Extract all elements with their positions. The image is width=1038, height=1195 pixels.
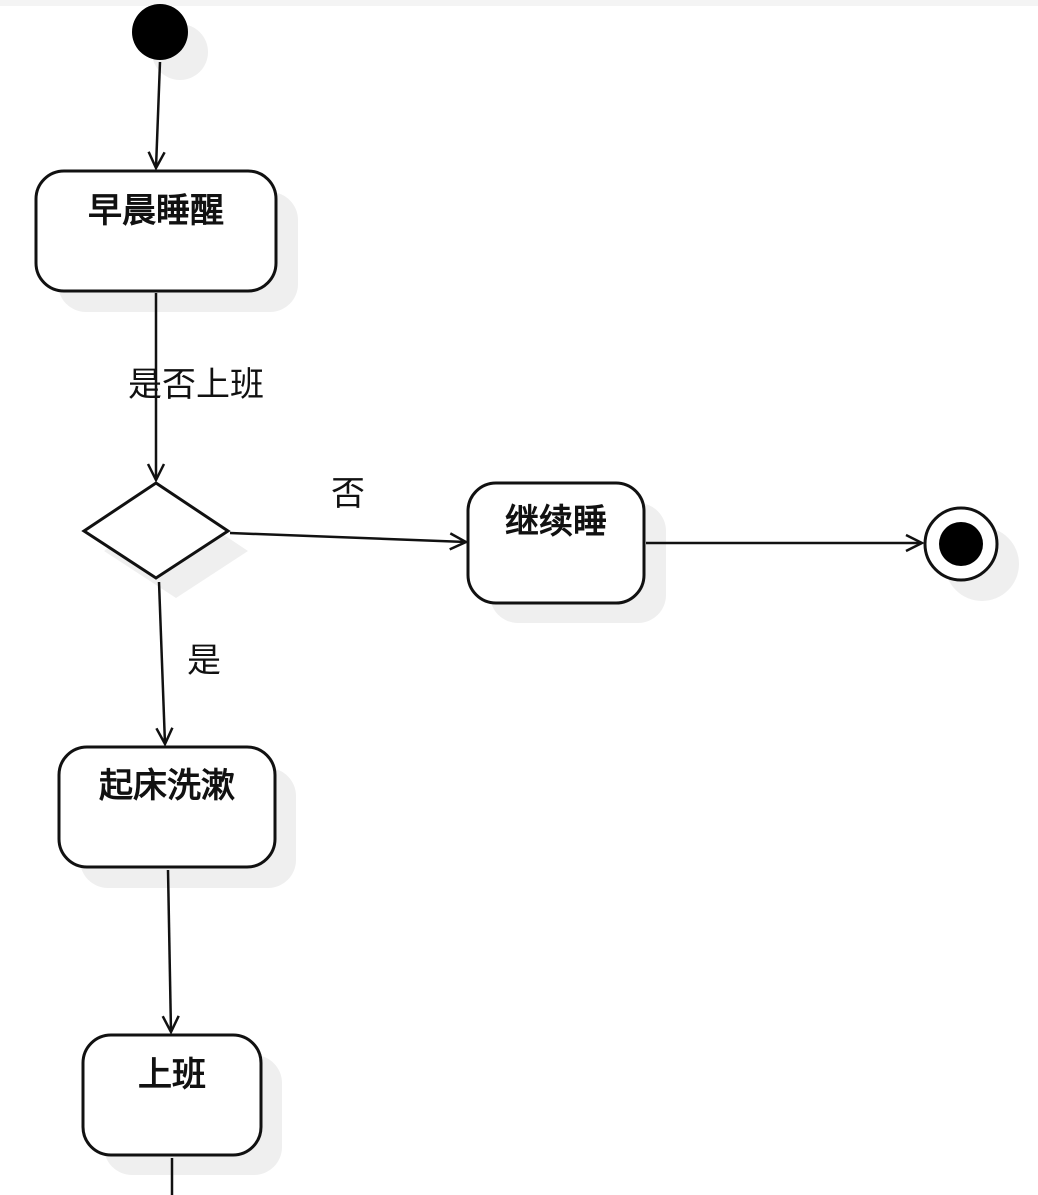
- action-go-to-work[interactable]: 上班: [81, 1033, 282, 1175]
- final-node[interactable]: [923, 506, 1019, 601]
- action-wash-up-label: 起床洗漱: [99, 766, 235, 806]
- edge-label-no: 否: [331, 474, 365, 514]
- decision-node[interactable]: [81, 481, 248, 598]
- action-wake-up[interactable]: 早晨睡醒: [34, 169, 298, 312]
- edge-label-yes: 是: [187, 641, 221, 681]
- action-keep-sleeping-label: 继续睡: [505, 502, 607, 542]
- action-go-to-work-label: 上班: [138, 1055, 206, 1095]
- edge-start-to-wake[interactable]: [156, 61, 160, 168]
- action-keep-sleeping[interactable]: 继续睡: [466, 481, 666, 623]
- initial-node[interactable]: [132, 4, 208, 80]
- action-wash-up[interactable]: 起床洗漱: [57, 745, 296, 888]
- edge-wash-to-work[interactable]: [168, 869, 171, 1032]
- edge-label-question: 是否上班: [128, 365, 264, 405]
- top-toolbar-strip: [0, 0, 1038, 6]
- edge-decision-to-sleep[interactable]: [229, 531, 466, 542]
- edge-decision-to-wash[interactable]: [159, 581, 165, 744]
- action-wake-up-label: 早晨睡醒: [88, 191, 224, 231]
